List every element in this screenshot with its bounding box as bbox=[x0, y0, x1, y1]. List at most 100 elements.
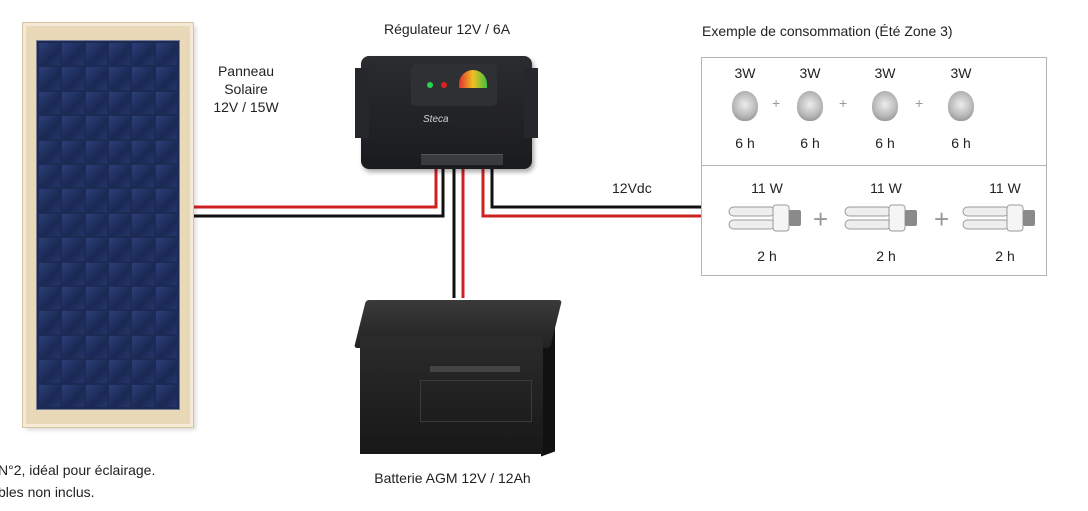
panel-negative-wire bbox=[190, 168, 445, 218]
solar-cell bbox=[132, 43, 154, 66]
solar-cell bbox=[85, 43, 107, 66]
cfl-hours-label: 2 h bbox=[757, 248, 777, 264]
solar-cell bbox=[155, 189, 177, 212]
solar-cell bbox=[85, 213, 107, 237]
solar-cell bbox=[85, 140, 107, 163]
solar-cell bbox=[132, 335, 154, 359]
solar-cell bbox=[62, 189, 84, 212]
wire-voltage-label: 12Vdc bbox=[612, 180, 652, 196]
led-power-label: 3W bbox=[874, 65, 896, 81]
solar-cell bbox=[85, 384, 107, 407]
solar-cell bbox=[62, 67, 84, 90]
solar-cell bbox=[62, 164, 84, 188]
solar-cell bbox=[109, 116, 131, 139]
consumption-title: Exemple de consommation (Été Zone 3) bbox=[702, 23, 953, 39]
led-power-label: 3W bbox=[734, 65, 756, 81]
load-positive-wire bbox=[481, 168, 701, 218]
solar-cell bbox=[132, 140, 154, 163]
led-hours-label: 6 h bbox=[875, 135, 895, 151]
plus-icon: + bbox=[772, 95, 781, 111]
solar-cell bbox=[109, 286, 131, 310]
solar-cell bbox=[39, 140, 61, 163]
solar-cell bbox=[39, 311, 61, 334]
cfl-bulb-icon bbox=[962, 204, 1035, 232]
solar-cell bbox=[109, 91, 131, 115]
solar-cell bbox=[39, 360, 61, 383]
regulator-image: Steca bbox=[355, 56, 538, 169]
solar-cell bbox=[62, 116, 84, 139]
solar-cell bbox=[132, 311, 154, 334]
solar-cell bbox=[155, 213, 177, 237]
solar-cell bbox=[85, 91, 107, 115]
load-negative-wire bbox=[490, 168, 701, 209]
solar-cell bbox=[155, 335, 177, 359]
solar-cell bbox=[109, 384, 131, 407]
solar-cell bbox=[132, 384, 154, 407]
led-bulb-icon bbox=[948, 91, 974, 121]
solar-cell bbox=[132, 262, 154, 285]
solar-cell bbox=[109, 213, 131, 237]
solar-cell bbox=[155, 116, 177, 139]
led-power-label: 3W bbox=[799, 65, 821, 81]
solar-cell bbox=[85, 262, 107, 285]
plus-icon: + bbox=[813, 204, 829, 234]
solar-cell bbox=[85, 238, 107, 261]
solar-cell bbox=[155, 67, 177, 90]
solar-cell bbox=[62, 286, 84, 310]
regulator-brand-logo: Steca bbox=[423, 114, 449, 125]
cfl-bulb-icon bbox=[728, 204, 801, 232]
solar-cell bbox=[132, 189, 154, 212]
solar-cell bbox=[132, 238, 154, 261]
solar-cell bbox=[62, 91, 84, 115]
solar-cell bbox=[85, 67, 107, 90]
solar-cell bbox=[39, 384, 61, 407]
solar-cell bbox=[39, 335, 61, 359]
panel-label-line3: 12V / 15W bbox=[213, 99, 279, 115]
led-bulb-icon bbox=[872, 91, 898, 121]
solar-cell bbox=[39, 116, 61, 139]
cfl-hours-label: 2 h bbox=[995, 248, 1015, 264]
panel-label-line1: Panneau bbox=[217, 63, 275, 79]
solar-cell bbox=[109, 238, 131, 261]
solar-cell bbox=[155, 238, 177, 261]
note-line2: bles non inclus. bbox=[0, 484, 95, 500]
solar-cell bbox=[39, 262, 61, 285]
solar-cell bbox=[109, 164, 131, 188]
solar-cell bbox=[85, 116, 107, 139]
solar-cell bbox=[109, 360, 131, 383]
solar-cell bbox=[39, 238, 61, 261]
led-hours-label: 6 h bbox=[800, 135, 820, 151]
regulator-label: Régulateur 12V / 6A bbox=[383, 21, 511, 37]
solar-cell bbox=[132, 164, 154, 188]
solar-cell bbox=[62, 262, 84, 285]
battery-image bbox=[360, 336, 543, 454]
cfl-hours-label: 2 h bbox=[876, 248, 896, 264]
solar-cell bbox=[109, 335, 131, 359]
solar-cell bbox=[155, 140, 177, 163]
solar-cell bbox=[85, 286, 107, 310]
solar-cell bbox=[155, 262, 177, 285]
solar-cell bbox=[39, 91, 61, 115]
consumption-box: 3W 3W 3W 3W + + + 6 h 6 h 6 h 6 h 11 W 1… bbox=[701, 57, 1047, 276]
solar-cell bbox=[132, 91, 154, 115]
solar-cell bbox=[62, 311, 84, 334]
battery-label: Batterie AGM 12V / 12Ah bbox=[374, 470, 531, 486]
solar-cell bbox=[39, 286, 61, 310]
solar-cell bbox=[155, 360, 177, 383]
cfl-power-label: 11 W bbox=[989, 180, 1021, 196]
solar-cell bbox=[62, 213, 84, 237]
solar-cell bbox=[85, 189, 107, 212]
solar-cell bbox=[155, 164, 177, 188]
solar-cell bbox=[155, 384, 177, 407]
led-hours-label: 6 h bbox=[735, 135, 755, 151]
led-bulb-icon bbox=[732, 91, 758, 121]
solar-cell bbox=[132, 67, 154, 90]
solar-cell bbox=[155, 286, 177, 310]
solar-cell bbox=[132, 213, 154, 237]
solar-cell bbox=[39, 67, 61, 90]
solar-cell bbox=[62, 43, 84, 66]
plus-icon: + bbox=[839, 95, 848, 111]
led-bulb-icon bbox=[797, 91, 823, 121]
plus-icon: + bbox=[934, 204, 950, 234]
